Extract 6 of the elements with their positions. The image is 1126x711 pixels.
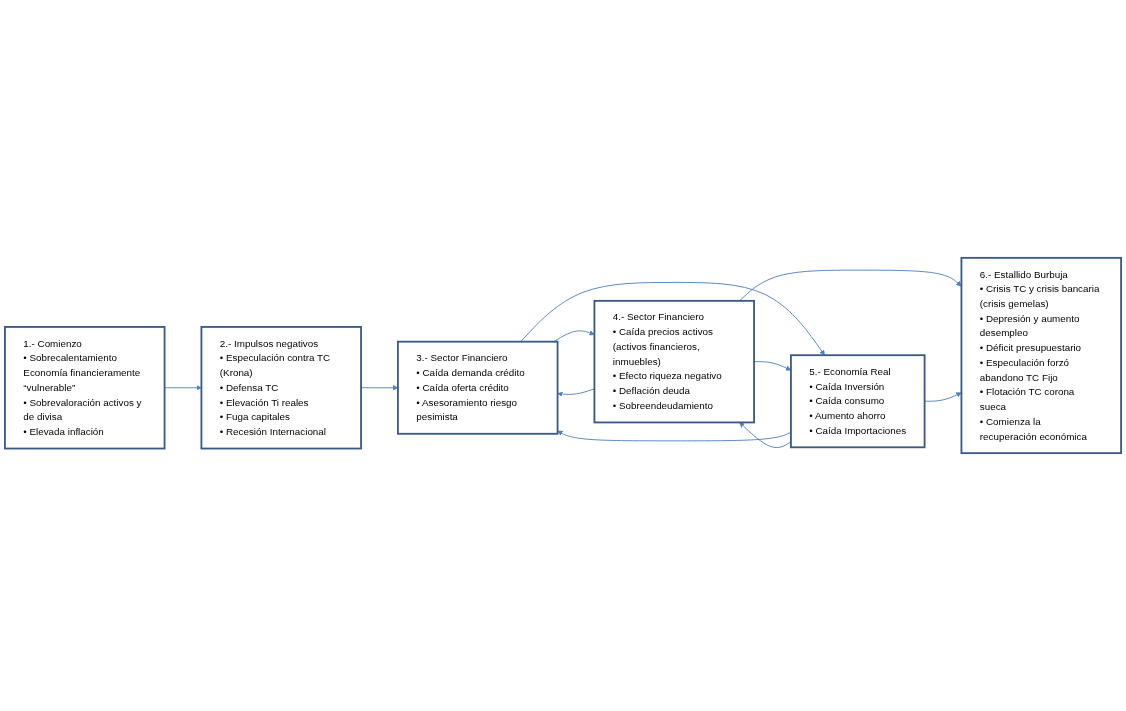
node-box: 2.- Impulsos negativos • Especulación contra TC (Krona) • Defensa TC • Elevación Ti reales • Fuga capitales • Recesión Internacional — [200, 326, 362, 450]
node-box: 6.- Estallido Burbuja • Crisis TC y crisis bancaria (crisis gemelas) • Depresión y aumento desempleo • Déficit presupuestario • Especulación forzó abandono TC Fijo • Flotación TC corona sueca • Comienza la recuperación económica — [960, 256, 1122, 455]
node-box: 1.- Comienzo • Sobrecalentamiento Economía financieramente “vulnerable” • Sobrevaloración activos y de divisa • Elevada inflación — [4, 326, 166, 450]
node-box: 5.- Economía Real • Caída Inversión • Caída consumo • Aumento ahorro • Caída Importaciones — [790, 354, 926, 449]
node-box: 3.- Sector Financiero • Caída demanda crédito • Caída oferta crédito • Asesoramiento riesgo pesimista — [397, 340, 559, 435]
node-box: 4.- Sector Financiero • Caída precios activos (activos financieros, inmuebles) • Efecto riqueza negativo • Deflación deuda • Sobreendeudamiento — [593, 299, 755, 424]
